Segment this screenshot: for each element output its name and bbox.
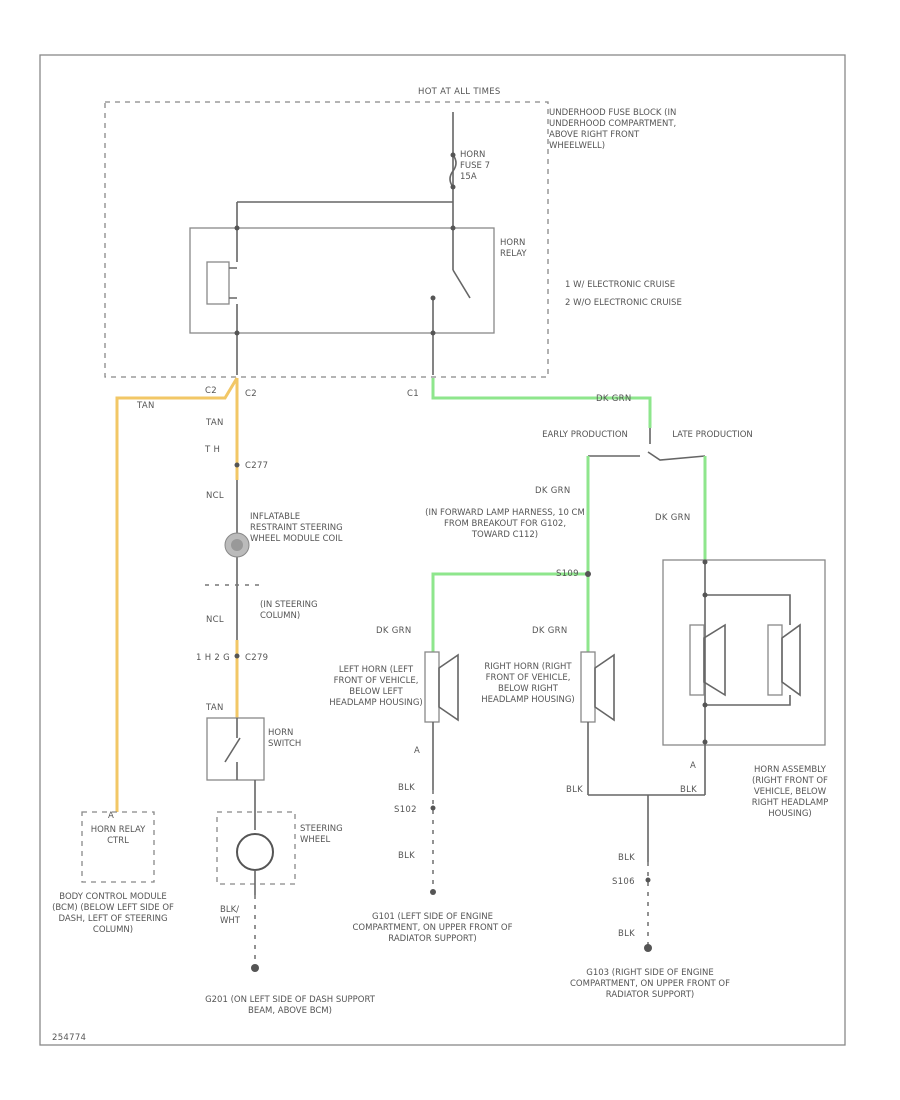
underhood-fuse-block-outline	[104, 101, 549, 378]
label-horn-assembly: HORN ASSEMBLY (RIGHT FRONT OF VEHICLE, B…	[751, 765, 829, 819]
diagram-frame	[39, 54, 846, 1046]
cruise-legend: 1 W/ ELECTRONIC CRUISE 2 W/O ELECTRONIC …	[565, 280, 705, 309]
splice-s102: S102	[394, 805, 417, 815]
horn-relay-box	[189, 227, 495, 334]
label-body-control-module: BODY CONTROL MODULE (BCM) (BELOW LEFT SI…	[52, 892, 174, 935]
wire-color-dk-grn-top: DK GRN	[596, 394, 631, 404]
pin-bcm: A	[108, 811, 114, 821]
wire-color-ncl-1: NCL	[206, 491, 224, 501]
connector-c277: C277	[245, 461, 268, 471]
horn-contact-symbol	[236, 833, 274, 871]
label-g101: G101 (LEFT SIDE OF ENGINE COMPARTMENT, O…	[352, 912, 513, 944]
wire-color-dk-grn-late: DK GRN	[655, 513, 690, 523]
pin-horn-assembly: A	[690, 761, 696, 771]
wire-color-ncl-2: NCL	[206, 615, 224, 625]
steering-wheel-outline	[216, 811, 296, 885]
label-horn-switch: HORN SWITCH	[268, 728, 302, 749]
label-in-steering-column: (IN STEERING COLUMN)	[260, 600, 318, 621]
legend-item-1: 1 W/ ELECTRONIC CRUISE	[565, 280, 676, 290]
footer-code: 254774	[52, 1033, 86, 1043]
wire-color-tan-top: TAN	[136, 401, 155, 411]
wire-color-blk-2: BLK	[398, 851, 415, 861]
connector-c1-left: C1	[407, 389, 419, 399]
horn-assembly-box	[662, 559, 826, 746]
label-late-production: LATE PRODUCTION	[672, 430, 753, 440]
wire-color-blk-3: BLK	[566, 785, 583, 795]
label-left-horn: LEFT HORN (LEFT FRONT OF VEHICLE, BELOW …	[329, 665, 423, 708]
label-g201: G201 (ON LEFT SIDE OF DASH SUPPORT BEAM,…	[205, 995, 375, 1016]
wire-color-dk-grn-right: DK GRN	[532, 626, 567, 636]
connector-c2-left: C2	[205, 386, 217, 396]
label-early-production: EARLY PRODUCTION	[542, 430, 628, 440]
relay-switch-contact	[452, 269, 471, 299]
legend-item-2: 2 W/O ELECTRONIC CRUISE	[565, 298, 682, 308]
relay-coil	[206, 261, 230, 305]
tan-wire-bcm	[115, 377, 239, 812]
pin-letters-c277: T H	[204, 445, 220, 455]
wire-color-blk-6: BLK	[618, 929, 635, 939]
label-horn-relay: HORN RELAY	[500, 238, 527, 259]
wire-color-tan-low: TAN	[205, 703, 224, 713]
wire-color-blk-1: BLK	[398, 783, 415, 793]
connector-c279: C279	[245, 653, 268, 663]
dk-grn-wire-main	[431, 378, 652, 428]
label-horn-fuse: HORN FUSE 7 15A	[460, 150, 490, 182]
wire-color-tan-mid: TAN	[205, 418, 224, 428]
splice-s109: S109	[556, 569, 579, 579]
label-right-horn: RIGHT HORN (RIGHT FRONT OF VEHICLE, BELO…	[481, 662, 575, 705]
pin-left-horn: A	[414, 746, 420, 756]
left-horn-box	[424, 651, 440, 723]
label-g103: G103 (RIGHT SIDE OF ENGINE COMPARTMENT, …	[570, 968, 730, 1000]
label-steering-wheel: STEERING WHEEL	[300, 824, 343, 845]
wire-color-dk-grn-mid: DK GRN	[535, 486, 570, 496]
horn-switch-box	[206, 717, 265, 781]
splice-s106: S106	[612, 877, 635, 887]
pin-letters-c279: 1 H 2 G	[196, 653, 230, 663]
label-horn-relay-ctrl: HORN RELAY CTRL	[90, 825, 146, 846]
label-inflatable-restraint-coil: INFLATABLE RESTRAINT STEERING WHEEL MODU…	[250, 512, 343, 544]
wire-color-blk-5: BLK	[618, 853, 635, 863]
wire-color-dk-grn-left: DK GRN	[376, 626, 411, 636]
label-underhood-fuse-block: UNDERHOOD FUSE BLOCK (IN UNDERHOOD COMPA…	[549, 108, 677, 151]
label-forward-lamp-harness: (IN FORWARD LAMP HARNESS, 10 CM FROM BRE…	[425, 508, 585, 540]
wire-color-blk-wht: BLK/ WHT	[220, 905, 240, 926]
horn-fuse-symbol	[449, 154, 457, 188]
right-horn-box	[580, 651, 596, 723]
connector-c2-right: C2	[245, 389, 257, 399]
wire-color-blk-4: BLK	[680, 785, 697, 795]
label-hot-at-all-times: HOT AT ALL TIMES	[418, 87, 501, 97]
